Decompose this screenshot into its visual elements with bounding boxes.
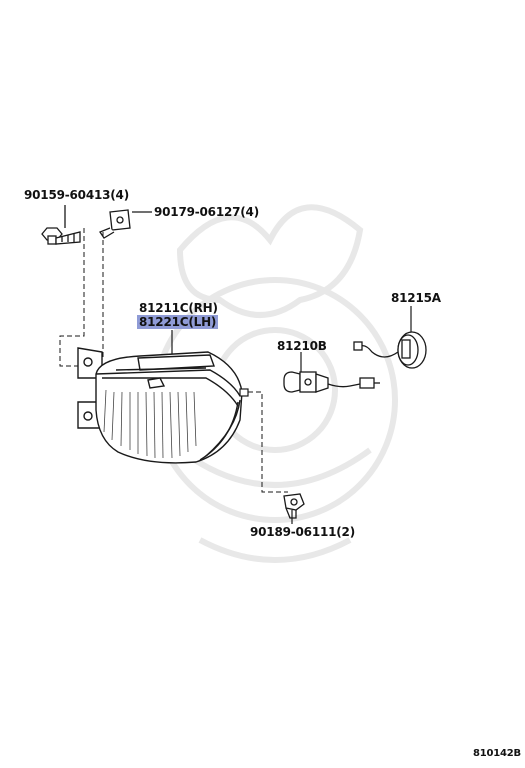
bolt-90159 (41, 205, 81, 245)
diagram-reference: 810142B (473, 748, 521, 759)
nut-90179 (99, 209, 152, 239)
label-lamp-rh: 81211C(RH) (139, 301, 218, 315)
leader-dashes (59, 228, 288, 493)
label-nut-90179: 90179-06127(4) (154, 205, 259, 219)
clip-90189 (283, 493, 305, 519)
label-clip-90189: 90189-06111(2) (250, 525, 355, 539)
label-lamp-lh: 81221C(LH) (137, 315, 219, 329)
lamp-stud (239, 388, 249, 397)
fog-lamp-assembly (77, 347, 243, 464)
label-bulb-81210B: 81210B (277, 339, 327, 353)
lens-hatching (103, 389, 197, 459)
socket-81215A (353, 331, 427, 369)
bulb-81210B (283, 371, 380, 393)
label-socket-81215A: 81215A (391, 291, 441, 305)
label-bolt-90159: 90159-60413(4) (24, 188, 129, 202)
